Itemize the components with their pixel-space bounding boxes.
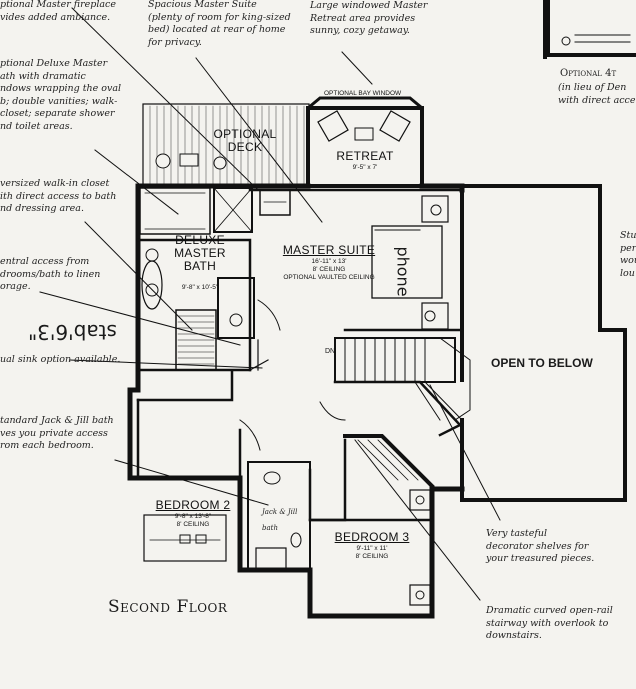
- oval-tub: [141, 260, 163, 310]
- decorator-shelves: [343, 434, 435, 489]
- stair-down-label: DN: [325, 348, 336, 355]
- floor-title: Second Floor: [108, 597, 228, 617]
- leader-lines: [39, 7, 501, 601]
- deck-table: [179, 153, 199, 167]
- note-dual-sink: ual sink option available.: [0, 354, 121, 365]
- staircase: [334, 337, 471, 421]
- bedroom3-label: BEDROOM 3: [334, 530, 410, 544]
- deck-label: OPTIONAL DECK: [213, 127, 277, 154]
- inset-walls: [543, 0, 636, 59]
- note-optional-4th-title: Optional 4t: [560, 68, 617, 79]
- note-jack-jill: tandard Jack & Jill bath ves you private…: [0, 415, 114, 451]
- hall-walls: [136, 368, 252, 402]
- note-central-access: entral access from drooms/bath to linen …: [0, 256, 101, 292]
- bedroom2-dims: 9'-8" x 13'-8" 8' CEILING: [174, 513, 212, 528]
- note-retreat: Large windowed Master Retreat area provi…: [310, 0, 428, 36]
- retreat-chair: [317, 110, 349, 142]
- deluxe-bath-label: DELUXE MASTER BATH: [174, 233, 226, 273]
- note-optional-4th-sub: (in lieu of Den with direct acce: [558, 82, 636, 106]
- note-master-suite: Spacious Master Suite (plenty of room fo…: [148, 0, 291, 48]
- note-decorator-shelves: Very tasteful decorator shelves for your…: [486, 528, 595, 564]
- note-fireplace: ptional Master fireplace vides added amb…: [0, 0, 116, 23]
- jack-jill-label: Jack & Jill bath: [262, 508, 298, 532]
- master-suite-dims: 16'-11" x 13' 8' CEILING OPTIONAL VAULTE…: [283, 258, 375, 281]
- master-suite-walls: [248, 188, 464, 332]
- retreat-dims: 9'-5" x 7': [352, 164, 378, 171]
- deck-boards: [149, 105, 305, 186]
- note-walk-in-closet: versized walk-in closet ith direct acces…: [0, 178, 117, 214]
- toilet-room: [217, 277, 255, 339]
- note-right-edge: Stu per wou lou: [620, 230, 636, 279]
- bedroom3-walls: [308, 438, 434, 522]
- note-deluxe-bath: ptional Deluxe Master ath with dramatic …: [0, 58, 122, 132]
- door-swings: [239, 299, 346, 451]
- walk-in-closet: [139, 187, 211, 235]
- deck-chair: [155, 153, 171, 169]
- bedroom2-walls: [136, 398, 242, 572]
- retreat-label: RETREAT: [336, 149, 394, 163]
- handwritten-note-bed: phone: [393, 246, 413, 297]
- handwritten-note-left: stab'6'3": [28, 320, 117, 344]
- bedroom3-dims: 9'-11" x 11' 8' CEILING: [355, 545, 389, 560]
- fireplace: [259, 189, 291, 216]
- shower: [213, 187, 253, 233]
- open-to-below-outline: [460, 184, 627, 502]
- bay-window-label: OPTIONAL BAY WINDOW: [324, 90, 402, 97]
- inset-fixture: [561, 36, 571, 46]
- nightstand: [421, 195, 449, 223]
- bedroom2-label: BEDROOM 2: [155, 498, 231, 512]
- retreat-walls: [306, 106, 424, 188]
- stair-rail: [333, 380, 463, 437]
- deluxe-bath-dims: 9'-8" x 10'-5": [181, 284, 219, 291]
- retreat-bay-window: [305, 96, 425, 111]
- open-to-below-label: OPEN TO BELOW: [491, 356, 593, 370]
- master-suite-label: MASTER SUITE: [282, 243, 376, 257]
- bedroom2-bed: [143, 514, 227, 562]
- note-curved-stair: Dramatic curved open-rail stairway with …: [486, 605, 613, 641]
